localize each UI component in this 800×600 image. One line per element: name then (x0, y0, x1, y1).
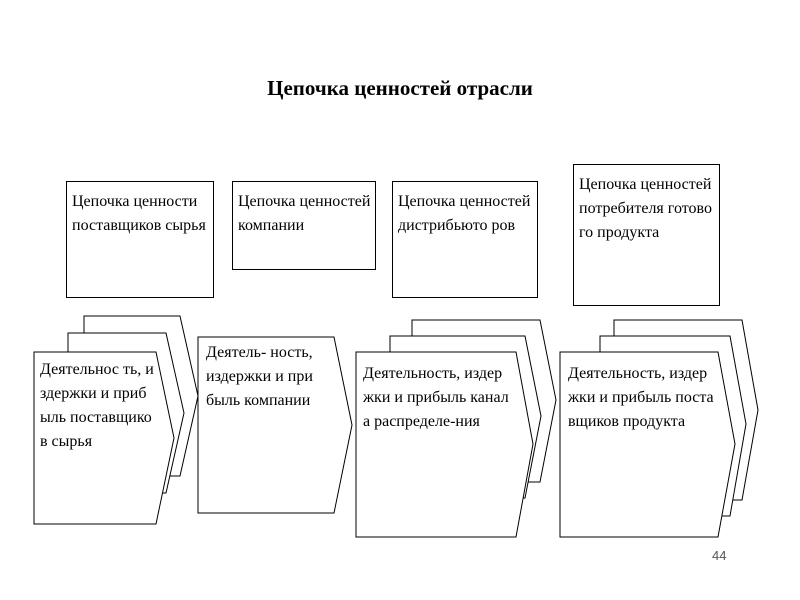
consumers-chevron-front (559, 351, 736, 538)
label-consumers-value-chain: Цепочка ценностей потребителя готового п… (573, 164, 720, 306)
company-chevron (197, 336, 353, 514)
activity-text-suppliers: Деятельнос ть, издержки и прибыль постав… (40, 361, 154, 450)
page-number: 44 (712, 548, 727, 563)
label-distributors-value-chain: Цепочка ценностей дистрибьюто ров (392, 181, 538, 298)
activity-text-company: Деятель- ность, издержки и прибыль компа… (206, 344, 313, 409)
label-suppliers-value-chain: Цепочка ценности поставщиков сырья (66, 181, 214, 298)
label-company-value-chain: Цепочка ценностей компании (232, 181, 376, 270)
activity-text-distributors: Деятельность, издержки и прибыль канала … (363, 365, 509, 430)
distributors-chevron-front (355, 351, 534, 538)
diagram-title: Цепочка ценностей отрасли (267, 76, 533, 100)
activity-text-consumers: Деятельность, издержки и прибыль поставщ… (568, 365, 714, 430)
suppliers-chevron-front (33, 351, 175, 525)
